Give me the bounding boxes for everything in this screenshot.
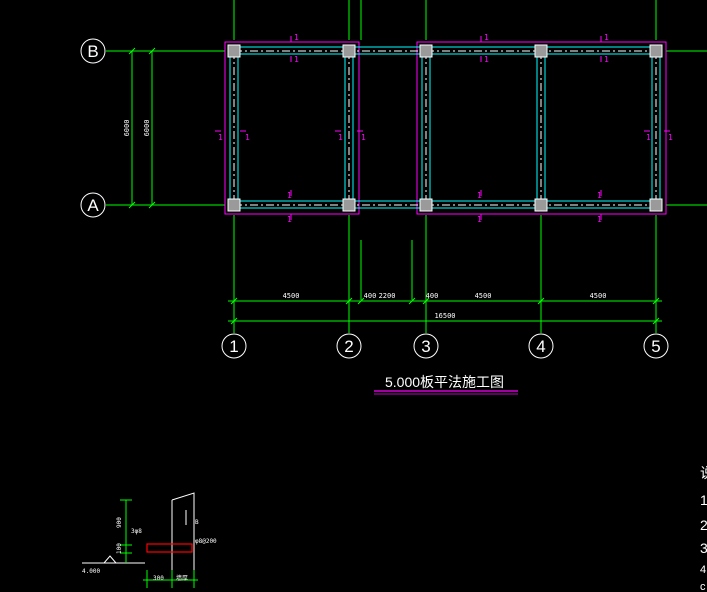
section-label: 1 [597,215,602,224]
axis-label-5: 5 [651,337,660,356]
axis-label-1: 1 [229,337,238,356]
note-item: 1 [700,492,707,508]
section-label: 1 [218,133,223,142]
section-label: 1 [477,191,482,200]
detail-mark: B [195,519,199,526]
dim-text: 4500 [475,292,492,300]
dim-text: 4500 [590,292,607,300]
detail-elevation: 4.000 [82,568,100,575]
section-label: 1 [668,133,673,142]
axis-bubbles [80,38,669,359]
drawing-title-group: 5.000板平法施工图 [374,374,518,395]
dim-text: 4500 [283,292,300,300]
section-label: 1 [245,133,250,142]
wall-lines [229,46,661,209]
section-label: 1 [477,215,482,224]
section-marks [215,36,670,220]
section-label: 1 [294,55,299,64]
section-label: 1 [604,55,609,64]
detail-dim: 900 [116,517,123,528]
section-label: 1 [484,33,489,42]
notes-partial: 说 1 2 3 4 c [700,465,707,592]
note-item: 4 [700,564,706,576]
note-item: 3 [700,540,707,556]
drawing-title: 5.000板平法施工图 [385,374,504,390]
axis-grid [106,0,707,333]
slab-outlines [224,41,667,215]
columns [227,44,663,212]
section-label: 1 [646,133,651,142]
note-item: 2 [700,517,707,533]
axis-label-3: 3 [421,337,430,356]
section-label: 1 [361,133,366,142]
note-item: c [700,581,706,592]
section-label: 1 [287,215,292,224]
axis-label-2: 2 [344,337,353,356]
dim-text: 400 [426,292,439,300]
dim-text: 6000 [143,120,151,137]
section-label: 1 [338,133,343,142]
detail-dim: 100 [116,543,123,554]
dim-text: 400 [364,292,377,300]
dim-text: 2200 [379,292,396,300]
section-label: 1 [294,33,299,42]
section-label: 1 [287,191,292,200]
axis-bubble-labels: B A 1 2 3 4 5 [87,42,660,356]
axis-label-4: 4 [536,337,545,356]
detail-rebar: 3φ8 [131,528,142,535]
section-detail: 900 100 300 墙厚 4.000 3φ8 φ8@200 B [82,492,217,588]
section-label: 1 [597,191,602,200]
dim-text: 6000 [123,120,131,137]
detail-rebar: φ8@200 [195,538,217,545]
notes-heading: 说 [700,465,707,481]
section-label: 1 [484,55,489,64]
axis-centerlines [233,50,657,206]
dim-total-text: 16500 [434,312,455,320]
axis-label-b: B [87,42,98,61]
dimension-texts: 4500 400 2200 400 4500 4500 16500 6000 6… [123,120,606,320]
axis-label-a: A [87,196,99,215]
section-labels: 1 1 1 1 1 1 1 1 1 1 1 1 1 1 1 1 1 1 [218,33,673,224]
section-label: 1 [604,33,609,42]
detail-dim: 300 [153,575,164,582]
detail-dim: 墙厚 [176,574,188,582]
